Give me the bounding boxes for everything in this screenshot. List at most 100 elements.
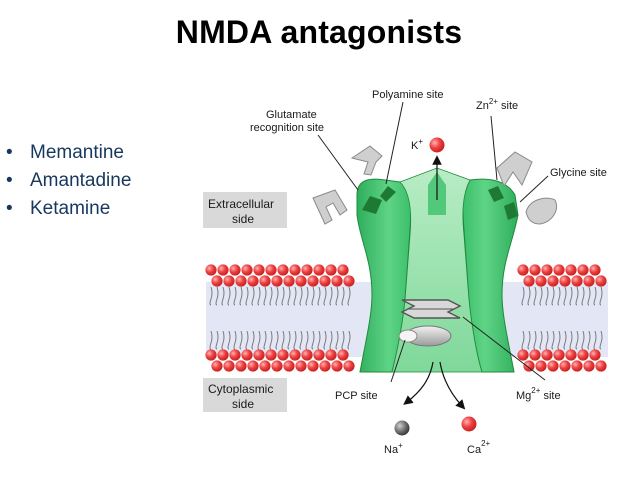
lipid-tail xyxy=(521,286,525,306)
lipid-tail xyxy=(275,286,279,306)
lipid-tail xyxy=(335,330,339,350)
lipid-tail xyxy=(545,286,549,306)
lipid-tail xyxy=(593,286,597,306)
lipid-tail xyxy=(341,286,345,306)
lipid-tail xyxy=(209,286,213,306)
lipid-head xyxy=(235,360,247,372)
lipid-head xyxy=(325,264,337,276)
lipid-tail xyxy=(311,330,315,350)
zn-notch-icon xyxy=(488,186,504,202)
lipid-tail xyxy=(527,330,531,350)
lipid-head xyxy=(565,264,577,276)
slide-title: NMDA antagonists xyxy=(175,14,463,50)
lipid-head xyxy=(229,349,241,361)
lipid-tail xyxy=(335,286,339,306)
lipid-head xyxy=(211,360,223,372)
lipid-tail xyxy=(539,330,543,350)
lipid-head xyxy=(205,349,217,361)
extracellular-label: Extracellular xyxy=(208,197,274,211)
lipid-head xyxy=(283,360,295,372)
bullet-dot-icon: • xyxy=(6,198,13,219)
lipid-head xyxy=(259,275,271,287)
channel-right-subunit xyxy=(462,178,519,373)
lipid-tail xyxy=(299,286,303,306)
glutamate-site-label-2: recognition site xyxy=(250,122,324,134)
lipid-tail xyxy=(305,286,309,306)
lipid-tail xyxy=(341,330,345,350)
lipid-tail xyxy=(269,330,273,350)
lipid-tail xyxy=(281,286,285,306)
lipid-tail xyxy=(311,286,315,306)
lipid-head xyxy=(271,275,283,287)
lipid-head xyxy=(289,349,301,361)
lipid-head xyxy=(337,349,349,361)
lipid-head xyxy=(271,360,283,372)
lipid-tail xyxy=(293,286,297,306)
lipid-tails xyxy=(209,286,603,350)
drug-amantadine: Amantadine xyxy=(30,170,132,191)
lipid-tail xyxy=(587,286,591,306)
polyamine-site-label: Polyamine site xyxy=(372,89,444,101)
cytoplasmic-label: Cytoplasmic xyxy=(208,382,273,396)
lipid-tail xyxy=(317,330,321,350)
lipid-head xyxy=(241,264,253,276)
lipid-head xyxy=(289,264,301,276)
lipid-tail xyxy=(227,286,231,306)
lipid-tail xyxy=(269,286,273,306)
lipid-head xyxy=(205,264,217,276)
lipid-heads-bottom xyxy=(205,349,607,372)
lipid-tail xyxy=(215,330,219,350)
na-ion-icon xyxy=(394,420,410,436)
lipid-head xyxy=(217,349,229,361)
glycine-site-label: Glycine site xyxy=(550,167,607,179)
lipid-tail xyxy=(521,330,525,350)
bullet-dot-icon: • xyxy=(6,142,13,163)
lipid-tail xyxy=(557,330,561,350)
lipid-tail xyxy=(539,286,543,306)
lipid-tail xyxy=(551,330,555,350)
lipid-head xyxy=(247,275,259,287)
drug-ketamine: Ketamine xyxy=(30,198,111,219)
lipid-head xyxy=(253,349,265,361)
k-ion-icon xyxy=(429,137,445,153)
lipid-head xyxy=(211,275,223,287)
drug-list: •Memantine •Amantadine •Ketamine xyxy=(6,139,131,223)
lipid-head xyxy=(313,264,325,276)
ca-influx-arrow xyxy=(439,361,466,410)
lipid-head xyxy=(343,360,355,372)
lipid-tail xyxy=(287,286,291,306)
lipid-tail xyxy=(569,286,573,306)
lipid-tail xyxy=(329,286,333,306)
lipid-head xyxy=(343,275,355,287)
lipid-head xyxy=(223,360,235,372)
ca-ion-label: Ca2+ xyxy=(467,439,491,456)
lipid-head xyxy=(295,275,307,287)
lipid-head xyxy=(571,360,583,372)
lipid-head xyxy=(325,349,337,361)
lipid-tail xyxy=(257,330,261,350)
na-influx-arrow xyxy=(403,361,434,405)
extracellular-label-box xyxy=(203,192,287,228)
lipid-tail xyxy=(257,286,261,306)
lipid-head xyxy=(523,275,535,287)
lipid-heads-top xyxy=(205,264,607,287)
glycine-notch-icon xyxy=(504,202,518,220)
lipid-tail xyxy=(575,286,579,306)
lipid-tail xyxy=(299,330,303,350)
lipid-head xyxy=(529,349,541,361)
glutamate-notch2-icon xyxy=(380,186,396,202)
channel-pore xyxy=(391,167,483,373)
lipid-head xyxy=(307,275,319,287)
glycine-ligand-icon xyxy=(525,197,557,225)
lipid-head xyxy=(301,264,313,276)
glutamate-ligand-icon xyxy=(312,189,348,225)
lipid-head xyxy=(553,349,565,361)
lipid-head xyxy=(319,360,331,372)
lipid-head xyxy=(523,360,535,372)
lipid-tail xyxy=(293,330,297,350)
lipid-tail xyxy=(587,330,591,350)
lipid-tail xyxy=(329,330,333,350)
pcp-small-ellipse-icon xyxy=(398,329,418,343)
lipid-head xyxy=(307,360,319,372)
